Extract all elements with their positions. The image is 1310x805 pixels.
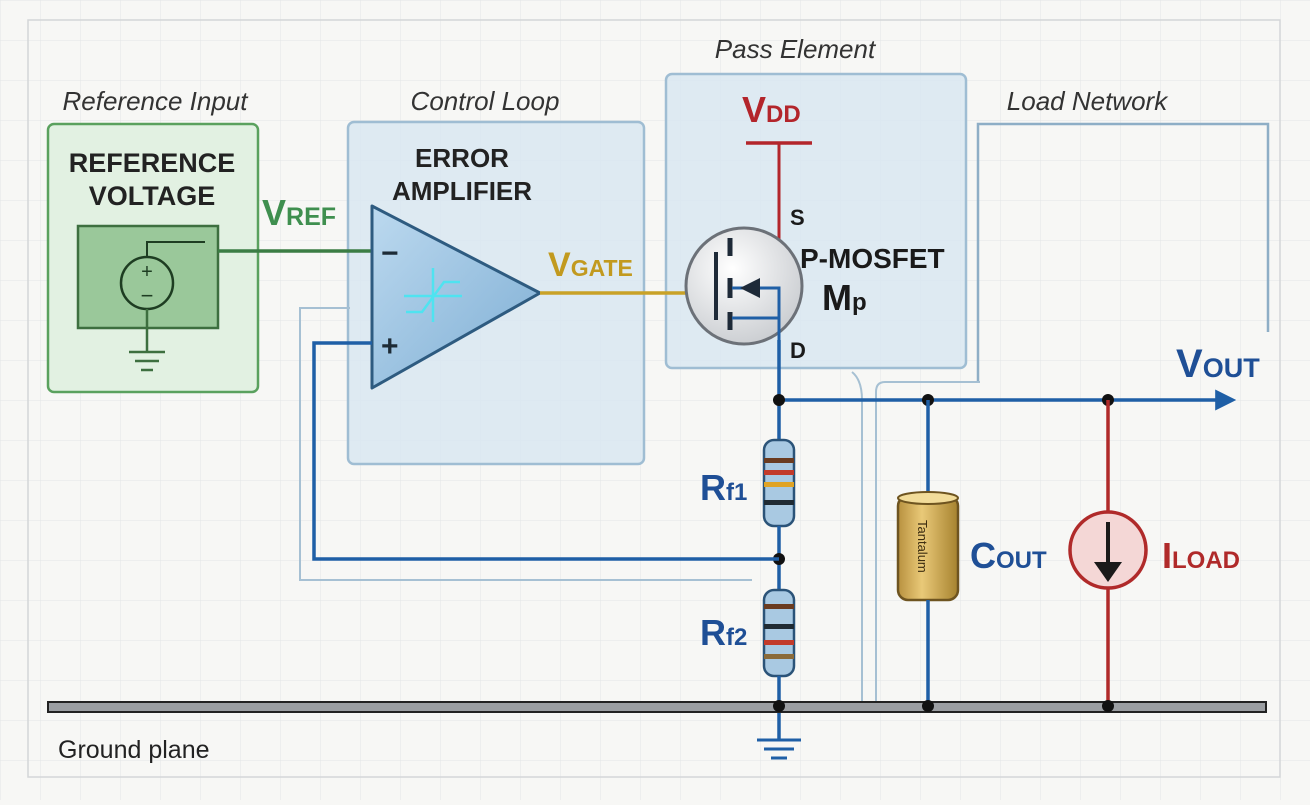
vdd-sub: DD	[766, 101, 801, 128]
rf1-label: Rf1	[700, 467, 747, 508]
rf1-band-4	[764, 500, 794, 505]
vgate-main: V	[548, 246, 571, 284]
down-arrow-icon	[1094, 562, 1122, 582]
vout-main: V	[1176, 342, 1203, 386]
rf1-sub: f1	[726, 479, 747, 506]
ground-plane-bar	[47, 701, 1267, 713]
rf2-label: Rf2	[700, 612, 747, 653]
resistor-rf2	[762, 588, 796, 678]
ground-icon	[757, 738, 801, 760]
mosfet-name-sub: p	[852, 289, 867, 316]
amplifier-inverting: −	[381, 237, 399, 270]
vout-sub: OUT	[1203, 353, 1261, 383]
mosfet-name-main: M	[822, 277, 852, 318]
p-mosfet: S D P-MOSFET Mp	[684, 205, 945, 363]
rf2-band-1	[764, 604, 794, 609]
resistor-rf1	[762, 438, 796, 528]
capacitor-cap	[897, 491, 959, 505]
amplifier-title-line2: AMPLIFIER	[392, 176, 532, 206]
outer-frame	[27, 19, 1281, 778]
section-label-reference-input: Reference Input	[62, 86, 249, 116]
section-label-load-network: Load Network	[1007, 86, 1169, 116]
reference-title-line2: VOLTAGE	[89, 181, 216, 211]
iload-main: I	[1162, 535, 1172, 576]
vref-main: V	[262, 192, 286, 233]
mosfet-type-label: P-MOSFET	[800, 243, 945, 274]
mosfet-drain-label: D	[790, 338, 806, 363]
iload-sub: LOAD	[1172, 547, 1240, 574]
rf1-band-1	[764, 458, 794, 463]
ground-plane-label: Ground plane	[58, 736, 210, 764]
rf2-band-4	[764, 654, 794, 659]
source-minus: −	[141, 283, 154, 308]
mosfet-name-label: Mp	[822, 277, 867, 318]
source-plus: +	[141, 261, 153, 283]
source-lead	[146, 241, 205, 257]
vout-label: VOUT	[1176, 342, 1260, 386]
cout-main: C	[970, 535, 996, 576]
rf1-band-2	[764, 470, 794, 475]
vref-sub: REF	[286, 203, 336, 231]
cout-label: COUT	[970, 535, 1047, 576]
section-label-pass-element: Pass Element	[715, 34, 877, 64]
cout-sub: OUT	[996, 547, 1047, 574]
output-capacitor: Tantalum	[896, 491, 960, 602]
vdd-label: VDD	[742, 89, 801, 130]
ground-junction-feedback	[773, 700, 785, 712]
reference-title-line1: REFERENCE	[69, 148, 236, 178]
amplifier-title-line1: ERROR	[415, 143, 509, 173]
vout-junction-drain	[773, 394, 785, 406]
capacitor-body-text: Tantalum	[915, 520, 930, 573]
vgate-sub: GATE	[571, 255, 633, 281]
rf1-main: R	[700, 467, 726, 508]
load-current-source	[1068, 510, 1148, 590]
vgate-label: VGATE	[548, 246, 633, 284]
feedback-wire	[312, 341, 779, 561]
mosfet-source-label: S	[790, 205, 805, 230]
vref-label: VREF	[262, 192, 336, 233]
rf2-sub: f2	[726, 624, 747, 651]
control-loop-trace	[299, 307, 752, 581]
rf2-main: R	[700, 612, 726, 653]
ground-junction-cap	[922, 700, 934, 712]
rf1-band-3	[764, 482, 794, 487]
load-network-border	[976, 122, 1270, 382]
amplifier-non-inverting: +	[381, 330, 399, 363]
reference-input-block: REFERENCE VOLTAGE + −	[46, 122, 260, 394]
rf2-band-3	[764, 640, 794, 645]
vdd-main: V	[742, 89, 766, 130]
error-amplifier: − +	[370, 204, 542, 390]
rf2-body	[762, 588, 796, 678]
rf2-band-2	[764, 624, 794, 629]
iload-label: ILOAD	[1162, 535, 1240, 576]
reference-ground-icon	[129, 350, 165, 372]
mosfet-arrow-icon	[740, 278, 760, 298]
ground-junction-load	[1102, 700, 1114, 712]
load-divider-line	[875, 381, 980, 706]
section-label-control-loop: Control Loop	[411, 86, 560, 116]
transfer-curve-icon	[404, 268, 462, 322]
